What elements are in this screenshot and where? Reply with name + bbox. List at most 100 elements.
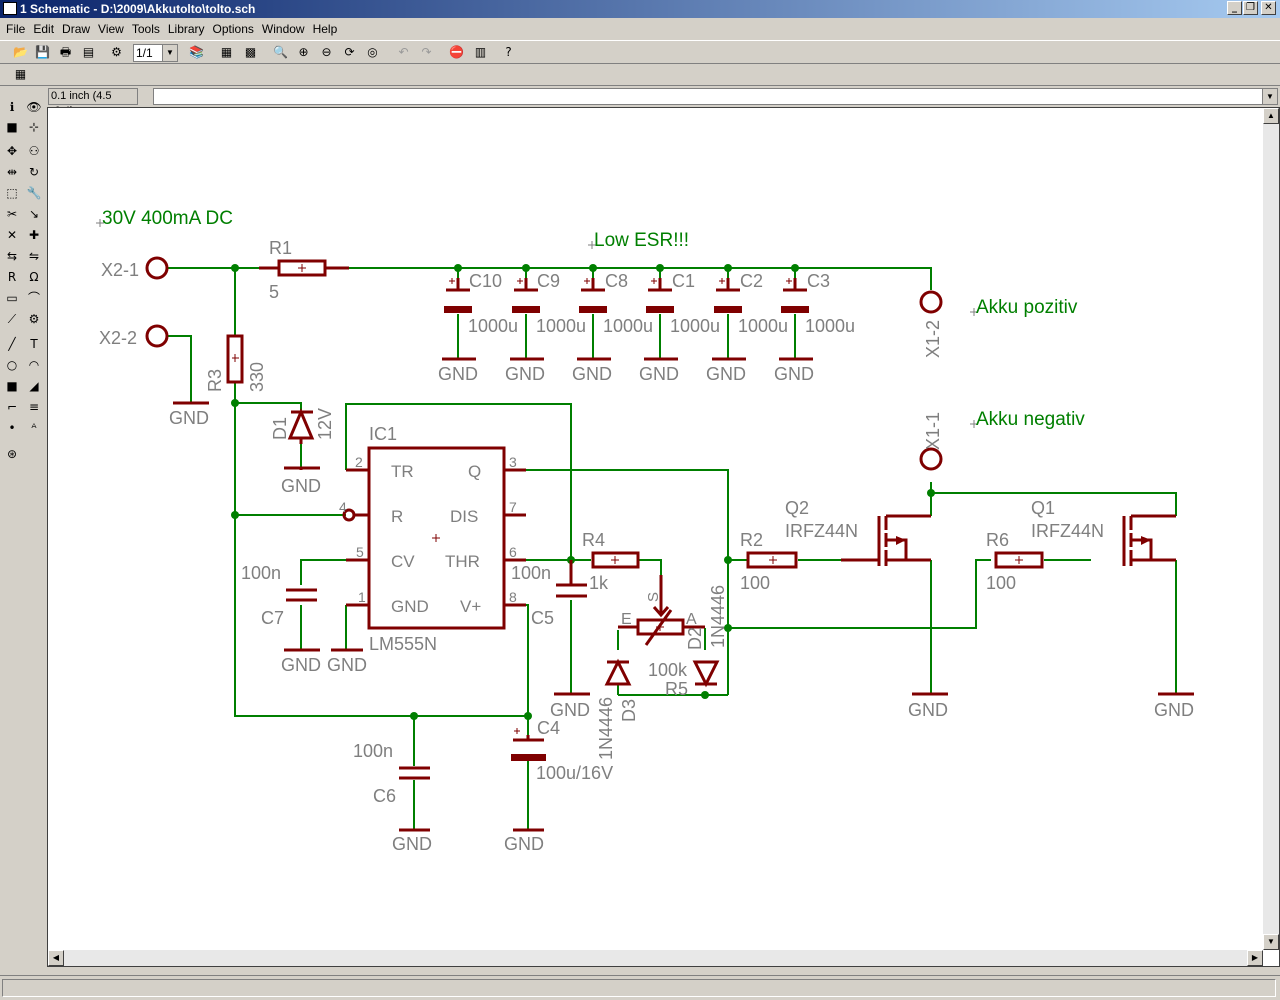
name-icon[interactable]: R: [7, 270, 17, 284]
redraw-icon[interactable]: ⟳: [344, 45, 355, 59]
bus-icon[interactable]: ⌐: [6, 400, 18, 414]
esr-note: Low ESR!!!: [594, 230, 689, 251]
r5-name: R5: [665, 679, 688, 699]
erc-icon[interactable]: ⊛: [6, 447, 18, 461]
r1-value: 5: [269, 282, 279, 302]
c7-name: C7: [261, 608, 284, 628]
c6-value: 100n: [353, 741, 393, 761]
split-icon[interactable]: ⟋: [7, 312, 17, 326]
board-switch-icon[interactable]: ⚙: [111, 45, 122, 59]
group-icon[interactable]: ⬚: [6, 186, 18, 200]
c6-name: C6: [373, 786, 396, 806]
zoom-select-icon[interactable]: ◎: [367, 45, 378, 59]
delete-icon[interactable]: ✕: [6, 228, 18, 242]
gnd-c1: GND: [639, 364, 679, 384]
rotate-icon[interactable]: ↻: [28, 165, 40, 179]
mirror-icon[interactable]: ⇹: [6, 165, 18, 179]
polygon-icon[interactable]: ◢: [29, 379, 39, 393]
save-icon[interactable]: 💾: [35, 45, 50, 59]
scroll-right-icon[interactable]: ▶: [1247, 950, 1263, 966]
schematic-drawing[interactable]: 30V 400mA DC Low ESR!!! Akku pozitiv Akk…: [48, 108, 1263, 950]
help-icon[interactable]: ?: [505, 45, 512, 59]
pin-7: 7: [509, 499, 517, 515]
info-icon[interactable]: ℹ: [9, 100, 15, 114]
zoom-fit-icon[interactable]: 🔍: [273, 45, 288, 59]
menu-library[interactable]: Library: [167, 22, 205, 36]
c8-value: 1000u: [603, 316, 653, 336]
command-input[interactable]: ▼: [153, 88, 1278, 105]
sheet-select[interactable]: 1/1▼: [133, 44, 178, 62]
circle-icon[interactable]: ○: [6, 358, 18, 372]
chevron-down-icon[interactable]: ▼: [1262, 89, 1277, 104]
smash-icon[interactable]: ▭: [6, 291, 18, 305]
pinswap-icon[interactable]: ⇆: [6, 249, 18, 263]
junction-icon[interactable]: •: [8, 421, 16, 435]
open-icon[interactable]: 📂: [13, 45, 28, 59]
status-bar: [0, 975, 1280, 1000]
parameter-toolbar: ▦: [0, 64, 1280, 86]
supply-note: 30V 400mA DC: [102, 208, 233, 229]
close-button[interactable]: ✕: [1261, 1, 1276, 15]
invoke-icon[interactable]: ⚙: [28, 312, 40, 326]
c10-value: 1000u: [468, 316, 518, 336]
menu-view[interactable]: View: [98, 22, 124, 36]
menu-window[interactable]: Window: [261, 22, 305, 36]
show-icon[interactable]: 👁: [26, 100, 42, 114]
app-icon: [3, 2, 17, 15]
label-icon[interactable]: ᴬ: [31, 421, 37, 435]
undo-icon[interactable]: ↶: [398, 45, 409, 59]
redo-icon[interactable]: ↷: [421, 45, 432, 59]
text-icon[interactable]: T: [30, 337, 38, 351]
cam-processor-icon[interactable]: ▤: [82, 45, 95, 59]
c8-name: C8: [605, 271, 628, 291]
print-icon[interactable]: 🖶: [59, 45, 72, 59]
schematic-canvas[interactable]: 30V 400mA DC Low ESR!!! Akku pozitiv Akk…: [47, 107, 1280, 967]
copy-icon[interactable]: ⚇: [28, 144, 40, 158]
gnd-c7: GND: [281, 655, 321, 675]
zoom-in-icon[interactable]: ⊕: [298, 45, 309, 59]
window-title: 1 Schematic - D:\2009\Akkutolto\tolto.sc…: [20, 2, 256, 16]
gateswap-icon[interactable]: ⇋: [28, 249, 40, 263]
move-icon[interactable]: ✥: [6, 144, 18, 158]
d2-name: D2: [685, 627, 705, 650]
chevron-down-icon[interactable]: ▼: [162, 45, 177, 61]
restore-button[interactable]: ❐: [1243, 1, 1258, 15]
miter-icon[interactable]: ⌒: [27, 291, 40, 305]
go-icon[interactable]: ▥: [474, 45, 487, 59]
menu-edit[interactable]: Edit: [33, 22, 55, 36]
menu-help[interactable]: Help: [312, 22, 338, 36]
menu-tools[interactable]: Tools: [131, 22, 160, 36]
scroll-up-icon[interactable]: ▲: [1263, 108, 1279, 124]
notes: 30V 400mA DC Low ESR!!! Akku pozitiv Akk…: [102, 208, 1085, 430]
script-icon[interactable]: ▦: [220, 45, 233, 59]
change-icon[interactable]: 🔧: [26, 186, 42, 200]
menu-options[interactable]: Options: [212, 22, 254, 36]
scroll-left-icon[interactable]: ◀: [48, 950, 64, 966]
q2-value: IRFZ44N: [785, 521, 858, 541]
net-icon[interactable]: ≡: [28, 400, 40, 414]
mark-icon[interactable]: ⊹: [28, 120, 40, 134]
display-icon[interactable]: ■: [6, 120, 18, 134]
junctions: [231, 264, 935, 720]
menu-draw[interactable]: Draw: [62, 22, 91, 36]
paste-icon[interactable]: ↘: [28, 207, 40, 221]
rect-icon[interactable]: ■: [6, 379, 18, 393]
horizontal-scrollbar[interactable]: ◀ ▶: [48, 950, 1263, 966]
q1-name: Q1: [1031, 498, 1055, 518]
add-icon[interactable]: ✚: [28, 228, 40, 242]
stop-icon[interactable]: ⛔: [449, 45, 464, 59]
minimize-button[interactable]: _: [1227, 1, 1242, 15]
main-toolbar: 📂 💾 🖶 ▤ ⚙ 1/1▼ 📚 ▦ ▩ 🔍 ⊕ ⊖ ⟳ ◎ ↶ ↷ ⛔ ▥ ?: [0, 40, 1280, 64]
vertical-scrollbar[interactable]: ▲ ▼: [1263, 108, 1279, 950]
wire-icon[interactable]: ╱: [8, 337, 16, 351]
library-icon[interactable]: 📚: [189, 45, 204, 59]
cut-icon[interactable]: ✂: [6, 207, 18, 221]
arc-icon[interactable]: ◠: [28, 358, 40, 372]
title-bar: 1 Schematic - D:\2009\Akkutolto\tolto.sc…: [0, 0, 1280, 18]
zoom-out-icon[interactable]: ⊖: [321, 45, 332, 59]
scroll-down-icon[interactable]: ▼: [1263, 934, 1279, 950]
ulp-icon[interactable]: ▩: [244, 45, 257, 59]
grid-icon[interactable]: ▦: [14, 67, 27, 81]
menu-file[interactable]: File: [6, 22, 26, 36]
value-icon[interactable]: Ω: [29, 270, 39, 284]
